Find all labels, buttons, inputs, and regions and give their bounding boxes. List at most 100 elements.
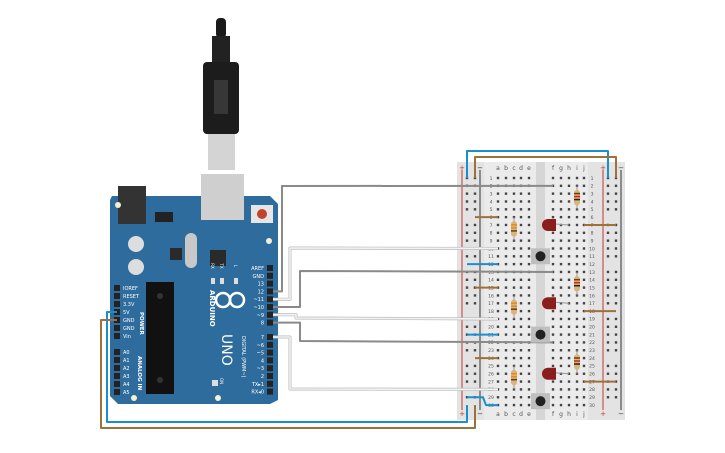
breadboard-hole[interactable] — [496, 255, 500, 258]
rail-hole[interactable] — [465, 192, 469, 195]
rail-hole[interactable] — [465, 325, 469, 328]
digital-header-pin[interactable] — [267, 373, 273, 379]
breadboard-hole[interactable] — [519, 356, 523, 360]
breadboard-hole[interactable] — [551, 309, 555, 313]
breadboard-hole[interactable] — [582, 231, 586, 235]
analog-header-pin[interactable] — [114, 365, 120, 371]
breadboard-hole[interactable] — [512, 208, 516, 211]
breadboard-hole[interactable] — [551, 380, 555, 383]
breadboard-hole[interactable] — [512, 396, 516, 399]
rail-hole[interactable] — [606, 184, 610, 188]
breadboard-hole[interactable] — [519, 403, 523, 407]
rail-hole[interactable] — [473, 239, 477, 242]
breadboard-hole[interactable] — [496, 278, 500, 281]
breadboard-hole[interactable] — [559, 184, 563, 188]
rail-hole[interactable] — [473, 302, 477, 305]
rail-hole[interactable] — [606, 364, 610, 368]
breadboard-hole[interactable] — [582, 176, 586, 180]
rail-hole[interactable] — [614, 184, 618, 188]
rail-hole[interactable] — [473, 231, 477, 235]
breadboard-hole[interactable] — [512, 286, 516, 289]
breadboard-hole[interactable] — [559, 309, 563, 313]
breadboard-hole[interactable] — [496, 372, 500, 375]
rail-hole[interactable] — [614, 294, 618, 297]
breadboard-hole[interactable] — [519, 255, 523, 258]
rail-hole[interactable] — [614, 239, 618, 242]
rail-hole[interactable] — [606, 255, 610, 258]
breadboard-hole[interactable] — [519, 380, 523, 383]
breadboard-hole[interactable] — [519, 325, 523, 328]
breadboard-hole[interactable] — [527, 294, 531, 297]
breadboard-hole[interactable] — [519, 349, 523, 352]
breadboard-hole[interactable] — [512, 278, 516, 281]
wire-pin9[interactable] — [273, 314, 499, 320]
breadboard-hole[interactable] — [559, 255, 563, 258]
breadboard-hole[interactable] — [567, 231, 571, 235]
breadboard-hole[interactable] — [504, 333, 508, 336]
breadboard-hole[interactable] — [582, 215, 586, 219]
rail-hole[interactable] — [606, 333, 610, 336]
digital-header-pin[interactable] — [267, 265, 273, 271]
breadboard-hole[interactable] — [582, 278, 586, 281]
breadboard-hole[interactable] — [559, 208, 563, 211]
breadboard-hole[interactable] — [567, 184, 571, 188]
rail-hole[interactable] — [606, 278, 610, 281]
breadboard-hole[interactable] — [527, 388, 531, 391]
breadboard-hole[interactable] — [575, 231, 579, 235]
breadboard-hole[interactable] — [519, 239, 523, 242]
rail-hole[interactable] — [606, 247, 610, 250]
breadboard-hole[interactable] — [512, 403, 516, 407]
red-led[interactable] — [542, 367, 556, 380]
breadboard-hole[interactable] — [582, 184, 586, 188]
breadboard-hole[interactable] — [504, 192, 508, 195]
rail-hole[interactable] — [606, 325, 610, 328]
breadboard-hole[interactable] — [551, 176, 555, 180]
breadboard-hole[interactable] — [567, 200, 571, 203]
breadboard-hole[interactable] — [567, 341, 571, 344]
breadboard-hole[interactable] — [559, 176, 563, 180]
breadboard-hole[interactable] — [575, 262, 579, 266]
breadboard-hole[interactable] — [567, 278, 571, 281]
rail-hole[interactable] — [614, 270, 618, 274]
breadboard-hole[interactable] — [504, 356, 508, 360]
breadboard-hole[interactable] — [519, 294, 523, 297]
red-led[interactable] — [542, 297, 556, 310]
breadboard-hole[interactable] — [559, 192, 563, 195]
breadboard-hole[interactable] — [582, 262, 586, 266]
breadboard-hole[interactable] — [512, 356, 516, 360]
breadboard-hole[interactable] — [519, 200, 523, 203]
breadboard-hole[interactable] — [551, 356, 555, 360]
breadboard-hole[interactable] — [582, 341, 586, 344]
digital-header-pin[interactable] — [267, 319, 273, 326]
breadboard-hole[interactable] — [551, 317, 555, 321]
rail-hole[interactable] — [606, 341, 610, 344]
rail-hole[interactable] — [614, 247, 618, 250]
rail-hole[interactable] — [473, 325, 477, 328]
rail-hole[interactable] — [465, 349, 469, 352]
breadboard-hole[interactable] — [496, 349, 500, 352]
breadboard-hole[interactable] — [575, 388, 579, 391]
digital-header-pin[interactable] — [267, 365, 273, 372]
wire-5v[interactable] — [106, 311, 468, 423]
breadboard-hole[interactable] — [575, 309, 579, 313]
breadboard-hole[interactable] — [575, 239, 579, 242]
breadboard-hole[interactable] — [551, 255, 555, 258]
breadboard-hole[interactable] — [582, 286, 586, 289]
breadboard-hole[interactable] — [527, 262, 531, 266]
breadboard-hole[interactable] — [559, 223, 563, 227]
breadboard-hole[interactable] — [527, 208, 531, 211]
breadboard-hole[interactable] — [559, 302, 563, 305]
breadboard-hole[interactable] — [512, 325, 516, 328]
breadboard-hole[interactable] — [551, 239, 555, 242]
breadboard-hole[interactable] — [512, 349, 516, 352]
breadboard-hole[interactable] — [527, 302, 531, 305]
breadboard-hole[interactable] — [504, 317, 508, 321]
wire-rail-minus-bridge[interactable] — [474, 156, 617, 178]
digital-header-pin[interactable] — [267, 296, 273, 303]
breadboard-hole[interactable] — [519, 215, 523, 219]
arduino-uno-board[interactable]: IOREFRESET3.3V5VGNDGNDVinA0A1A2A3A4A5ARE… — [110, 174, 278, 404]
breadboard-hole[interactable] — [551, 270, 555, 274]
rail-hole[interactable] — [606, 396, 610, 399]
breadboard-hole[interactable] — [567, 388, 571, 391]
wire-vcc-jumper[interactable] — [467, 396, 498, 407]
